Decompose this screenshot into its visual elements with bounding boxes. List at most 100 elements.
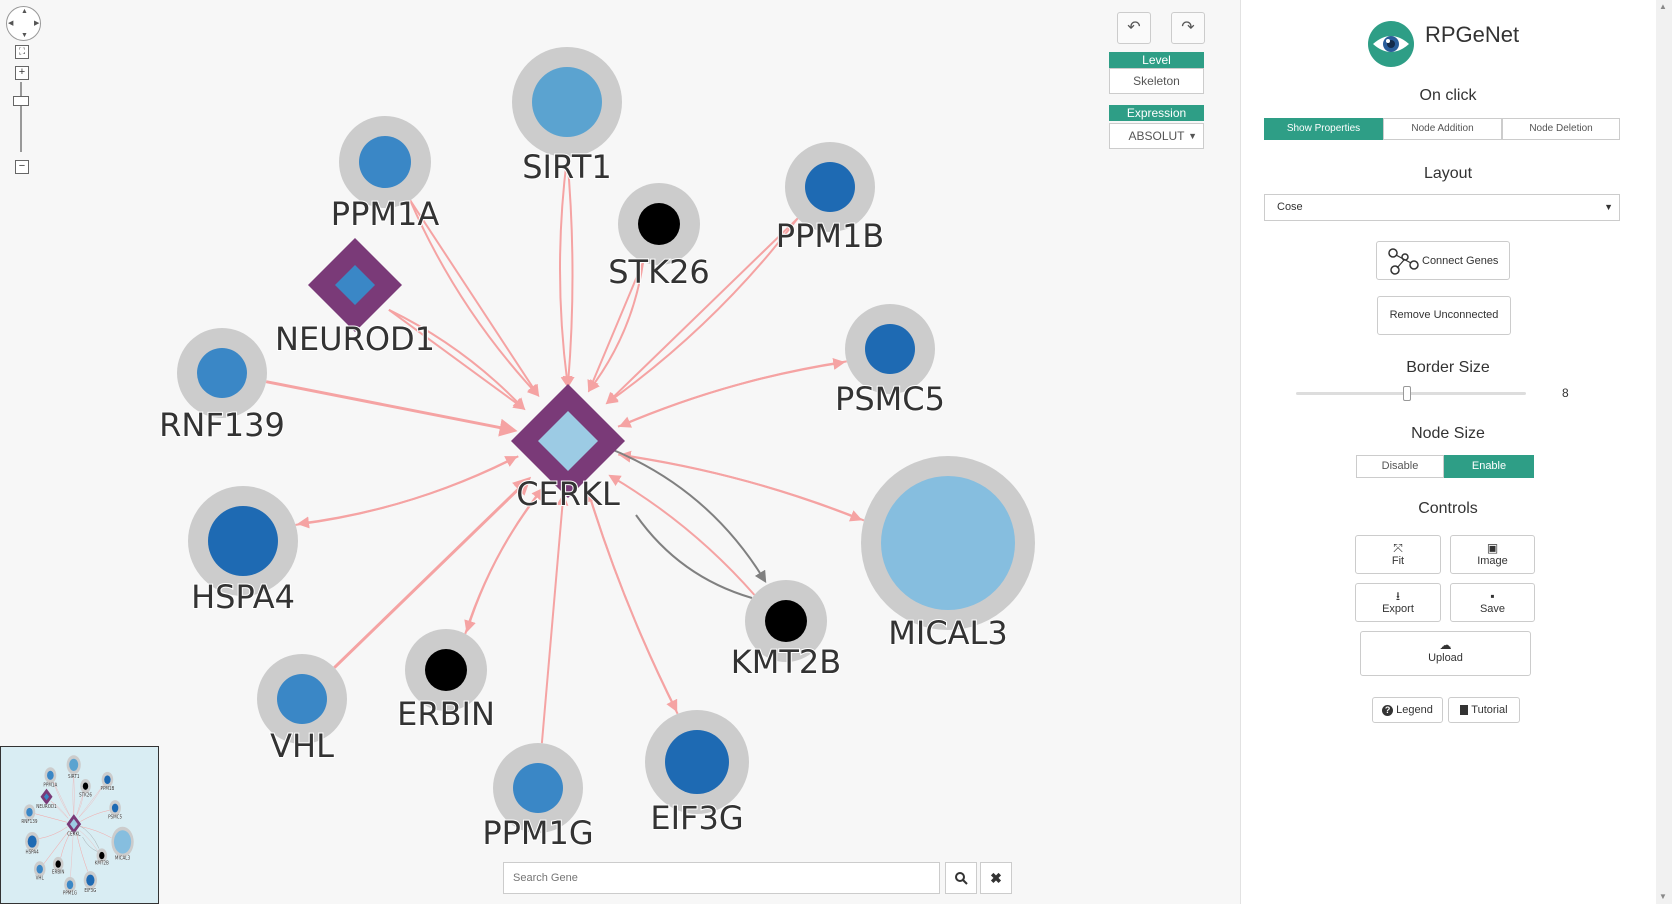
edge-stk26-in[interactable] (587, 261, 645, 393)
scrollbar[interactable]: ▲ ▼ (1656, 0, 1672, 904)
save-button[interactable]: ▪ Save (1450, 583, 1535, 622)
zoom-slider[interactable] (20, 82, 22, 152)
image-button[interactable]: ▣ Image (1450, 535, 1535, 574)
edge-erbin-in[interactable] (464, 487, 544, 635)
fit-button[interactable]: ⤧ Fit (1355, 535, 1441, 574)
upload-label: Upload (1428, 652, 1463, 664)
node-eif3g-core[interactable] (665, 730, 729, 794)
scroll-down-icon[interactable]: ▼ (1659, 892, 1667, 901)
export-button[interactable]: ⭳ Export (1355, 583, 1441, 622)
minimap-edge-kmt2b-in (79, 830, 98, 852)
question-circle-icon: ? (1382, 704, 1394, 716)
node-label-ppm1b: PPM1B (776, 217, 885, 255)
zoom-control[interactable]: ▲ ▼ ◀ ▶ ⛶ + − (2, 2, 42, 174)
connect-genes-button[interactable]: Connect Genes (1376, 241, 1510, 280)
node-size-enable-option[interactable]: Enable (1444, 455, 1534, 478)
node-vhl-core[interactable] (277, 674, 327, 724)
node-deletion-option[interactable]: Node Deletion (1502, 118, 1620, 140)
node-addition-option[interactable]: Node Addition (1383, 118, 1502, 140)
edge-hspa4-out[interactable] (297, 455, 519, 529)
minimap-node-label-hspa4: HSPA4 (26, 849, 39, 856)
node-stk26-core[interactable] (638, 203, 680, 245)
image-label: Image (1477, 555, 1508, 567)
node-sirt1-core[interactable] (532, 67, 602, 137)
connect-genes-label: Connect Genes (1422, 255, 1499, 267)
edge-vhl-in[interactable] (333, 476, 532, 669)
scroll-up-icon[interactable]: ▲ (1659, 2, 1667, 11)
edge-sirt1-in[interactable] (562, 156, 575, 389)
edge-neurod1-in[interactable] (388, 308, 526, 411)
node-kmt2b-core[interactable] (765, 600, 807, 642)
undo-button[interactable]: ↶ (1117, 12, 1151, 44)
node-hspa4-core[interactable] (208, 506, 278, 576)
pan-control[interactable]: ▲ ▼ ◀ ▶ (6, 6, 41, 41)
tutorial-label: Tutorial (1471, 704, 1508, 716)
node-psmc5-core[interactable] (865, 324, 915, 374)
upload-button[interactable]: ☁ Upload (1360, 631, 1531, 676)
layout-select[interactable]: Cose ▼ (1264, 194, 1620, 221)
node-cerkl-core[interactable] (538, 411, 598, 471)
tutorial-button[interactable]: Tutorial (1448, 697, 1520, 723)
edge-ppm1a-in[interactable] (409, 200, 540, 397)
edge-mical3-in[interactable] (618, 450, 865, 522)
side-panel (1240, 0, 1657, 904)
node-mical3-core[interactable] (881, 476, 1015, 610)
minimap-node-label-vhl: VHL (36, 875, 44, 882)
legend-button[interactable]: ? Legend (1372, 697, 1443, 723)
edge-mical3-out[interactable] (618, 453, 863, 522)
edge-ppm1a-in[interactable] (409, 199, 540, 398)
node-neurod1-core[interactable] (335, 265, 375, 305)
edge-cerkl-kmt2b-1[interactable] (605, 446, 767, 584)
minimap-edge-psmc5-in (80, 809, 110, 822)
search-icon (955, 872, 968, 885)
zoom-out-icon[interactable]: − (15, 160, 29, 174)
edge-ppm1g-in[interactable] (540, 493, 569, 744)
edge-psmc5-out[interactable] (617, 357, 846, 428)
minimap-node-label-stk26: STK26 (79, 792, 92, 799)
edge-eif3g-in[interactable] (585, 489, 679, 715)
edge-hspa4-in[interactable] (295, 456, 518, 526)
pan-up-icon[interactable]: ▲ (21, 8, 28, 15)
border-size-slider[interactable] (1296, 392, 1526, 395)
edge-cerkl-kmt2b-2[interactable] (635, 514, 753, 599)
redo-button[interactable]: ↷ (1171, 12, 1205, 44)
edge-stk26-in[interactable] (587, 261, 645, 393)
zoom-slider-handle[interactable] (13, 96, 29, 106)
export-label: Export (1382, 603, 1414, 615)
edge-ppm1b-in[interactable] (605, 217, 799, 405)
node-ppm1g-core[interactable] (513, 763, 563, 813)
node-ppm1a-core[interactable] (359, 136, 411, 188)
border-size-slider-handle[interactable] (1403, 386, 1411, 401)
show-properties-option[interactable]: Show Properties (1264, 118, 1383, 140)
edge-neurod1-in[interactable] (388, 309, 526, 410)
level-select[interactable]: Skeleton (1109, 68, 1204, 94)
clear-search-button[interactable]: ✖ (980, 862, 1012, 894)
node-erbin-core[interactable] (425, 649, 467, 691)
minimap-node-label-psmc5: PSMC5 (108, 814, 122, 821)
save-label: Save (1479, 603, 1506, 615)
expression-select[interactable]: ABSOLUT ▼ (1109, 123, 1204, 149)
node-size-disable-option[interactable]: Disable (1356, 455, 1444, 478)
node-label-ppm1g: PPM1G (482, 814, 593, 852)
pan-down-icon[interactable]: ▼ (21, 32, 28, 39)
minimap-node-label-rnf139: RNF139 (21, 819, 37, 826)
edge-psmc5-in[interactable] (618, 360, 847, 428)
network-graph[interactable]: SIRT1PPM1ASTK26PPM1BNEUROD1PSMC5RNF139HS… (0, 0, 1240, 904)
edge-kmt2b-in[interactable] (608, 474, 756, 596)
edge-eif3g-out[interactable] (586, 488, 678, 713)
on-click-title: On click (1419, 87, 1477, 104)
edge-sirt1-in[interactable] (559, 156, 573, 389)
search-gene-input[interactable] (503, 862, 940, 894)
search-button[interactable] (945, 862, 977, 894)
node-rnf139-core[interactable] (197, 348, 247, 398)
zoom-in-icon[interactable]: + (15, 66, 29, 80)
remove-unconnected-button[interactable]: Remove Unconnected (1377, 296, 1511, 335)
node-ppm1b-core[interactable] (805, 162, 855, 212)
edge-ppm1b-in[interactable] (605, 217, 799, 405)
pan-right-icon[interactable]: ▶ (34, 20, 40, 27)
pan-left-icon[interactable]: ◀ (8, 20, 14, 27)
edge-rnf139-in[interactable] (265, 380, 518, 437)
zoom-fit-icon[interactable]: ⛶ (15, 45, 29, 59)
